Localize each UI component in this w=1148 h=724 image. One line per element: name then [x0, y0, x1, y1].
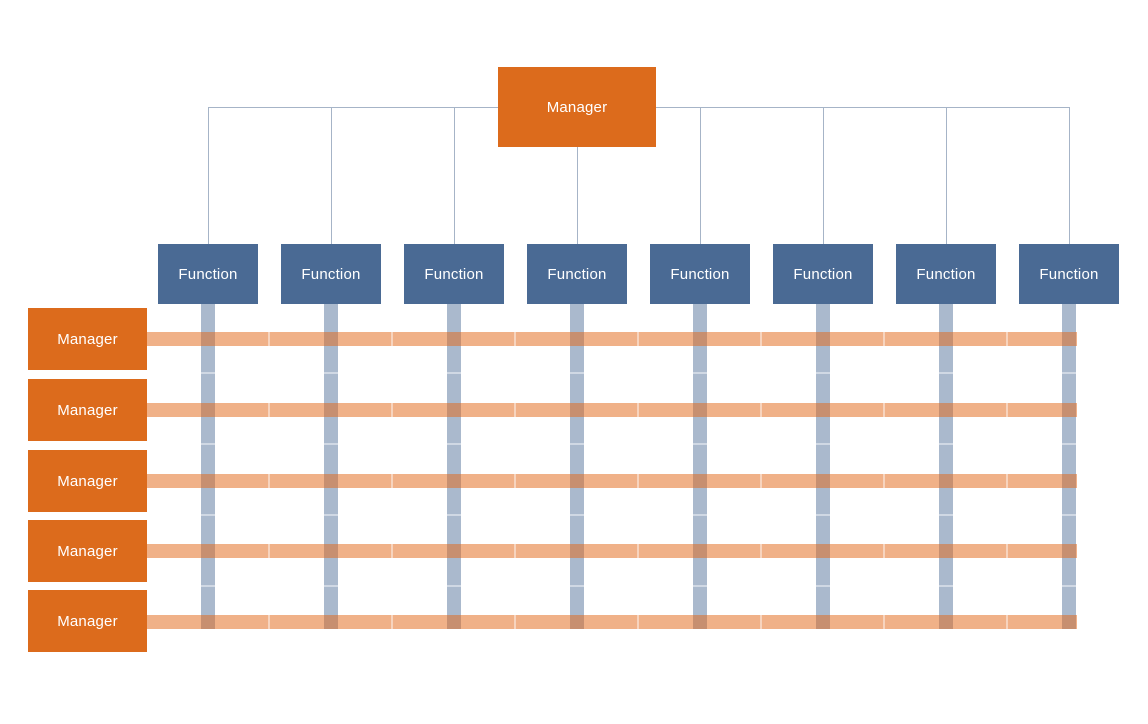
row-manager-label: Manager — [57, 401, 118, 419]
function-column-bar — [1062, 303, 1076, 629]
function-label: Function — [916, 265, 976, 283]
row-manager-label: Manager — [57, 472, 118, 490]
manager-row-bar — [147, 615, 1077, 629]
function-column-bar — [447, 303, 461, 629]
function-label: Function — [178, 265, 238, 283]
tree-connector-vertical — [577, 107, 578, 244]
row-manager-box: Manager — [28, 590, 147, 652]
row-manager-box: Manager — [28, 379, 147, 441]
function-box: Function — [1019, 244, 1119, 304]
row-manager-box: Manager — [28, 450, 147, 512]
tree-connector-vertical — [331, 107, 332, 244]
manager-row-bar — [147, 403, 1077, 417]
function-column-bar — [201, 303, 215, 629]
tree-connector-vertical — [823, 107, 824, 244]
function-box: Function — [773, 244, 873, 304]
function-label: Function — [670, 265, 730, 283]
function-label: Function — [1039, 265, 1099, 283]
function-box: Function — [896, 244, 996, 304]
function-column-bar — [324, 303, 338, 629]
tree-connector-vertical — [700, 107, 701, 244]
function-box: Function — [404, 244, 504, 304]
row-manager-box: Manager — [28, 308, 147, 370]
manager-row-bar — [147, 544, 1077, 558]
function-box: Function — [527, 244, 627, 304]
tree-connector-vertical — [1069, 107, 1070, 244]
manager-row-bar — [147, 332, 1077, 346]
function-box: Function — [281, 244, 381, 304]
manager-row-bar — [147, 474, 1077, 488]
tree-connector-vertical — [946, 107, 947, 244]
function-label: Function — [547, 265, 607, 283]
function-column-bar — [693, 303, 707, 629]
row-manager-label: Manager — [57, 330, 118, 348]
tree-connector-vertical — [454, 107, 455, 244]
function-label: Function — [301, 265, 361, 283]
function-box: Function — [650, 244, 750, 304]
row-manager-label: Manager — [57, 542, 118, 560]
function-column-bar — [570, 303, 584, 629]
top-manager-label: Manager — [546, 98, 608, 116]
tree-connector-vertical — [208, 107, 209, 244]
row-manager-box: Manager — [28, 520, 147, 582]
function-box: Function — [158, 244, 258, 304]
top-manager-box: Manager — [498, 67, 656, 147]
function-label: Function — [793, 265, 853, 283]
function-label: Function — [424, 265, 484, 283]
row-manager-label: Manager — [57, 612, 118, 630]
function-column-bar — [816, 303, 830, 629]
function-column-bar — [939, 303, 953, 629]
